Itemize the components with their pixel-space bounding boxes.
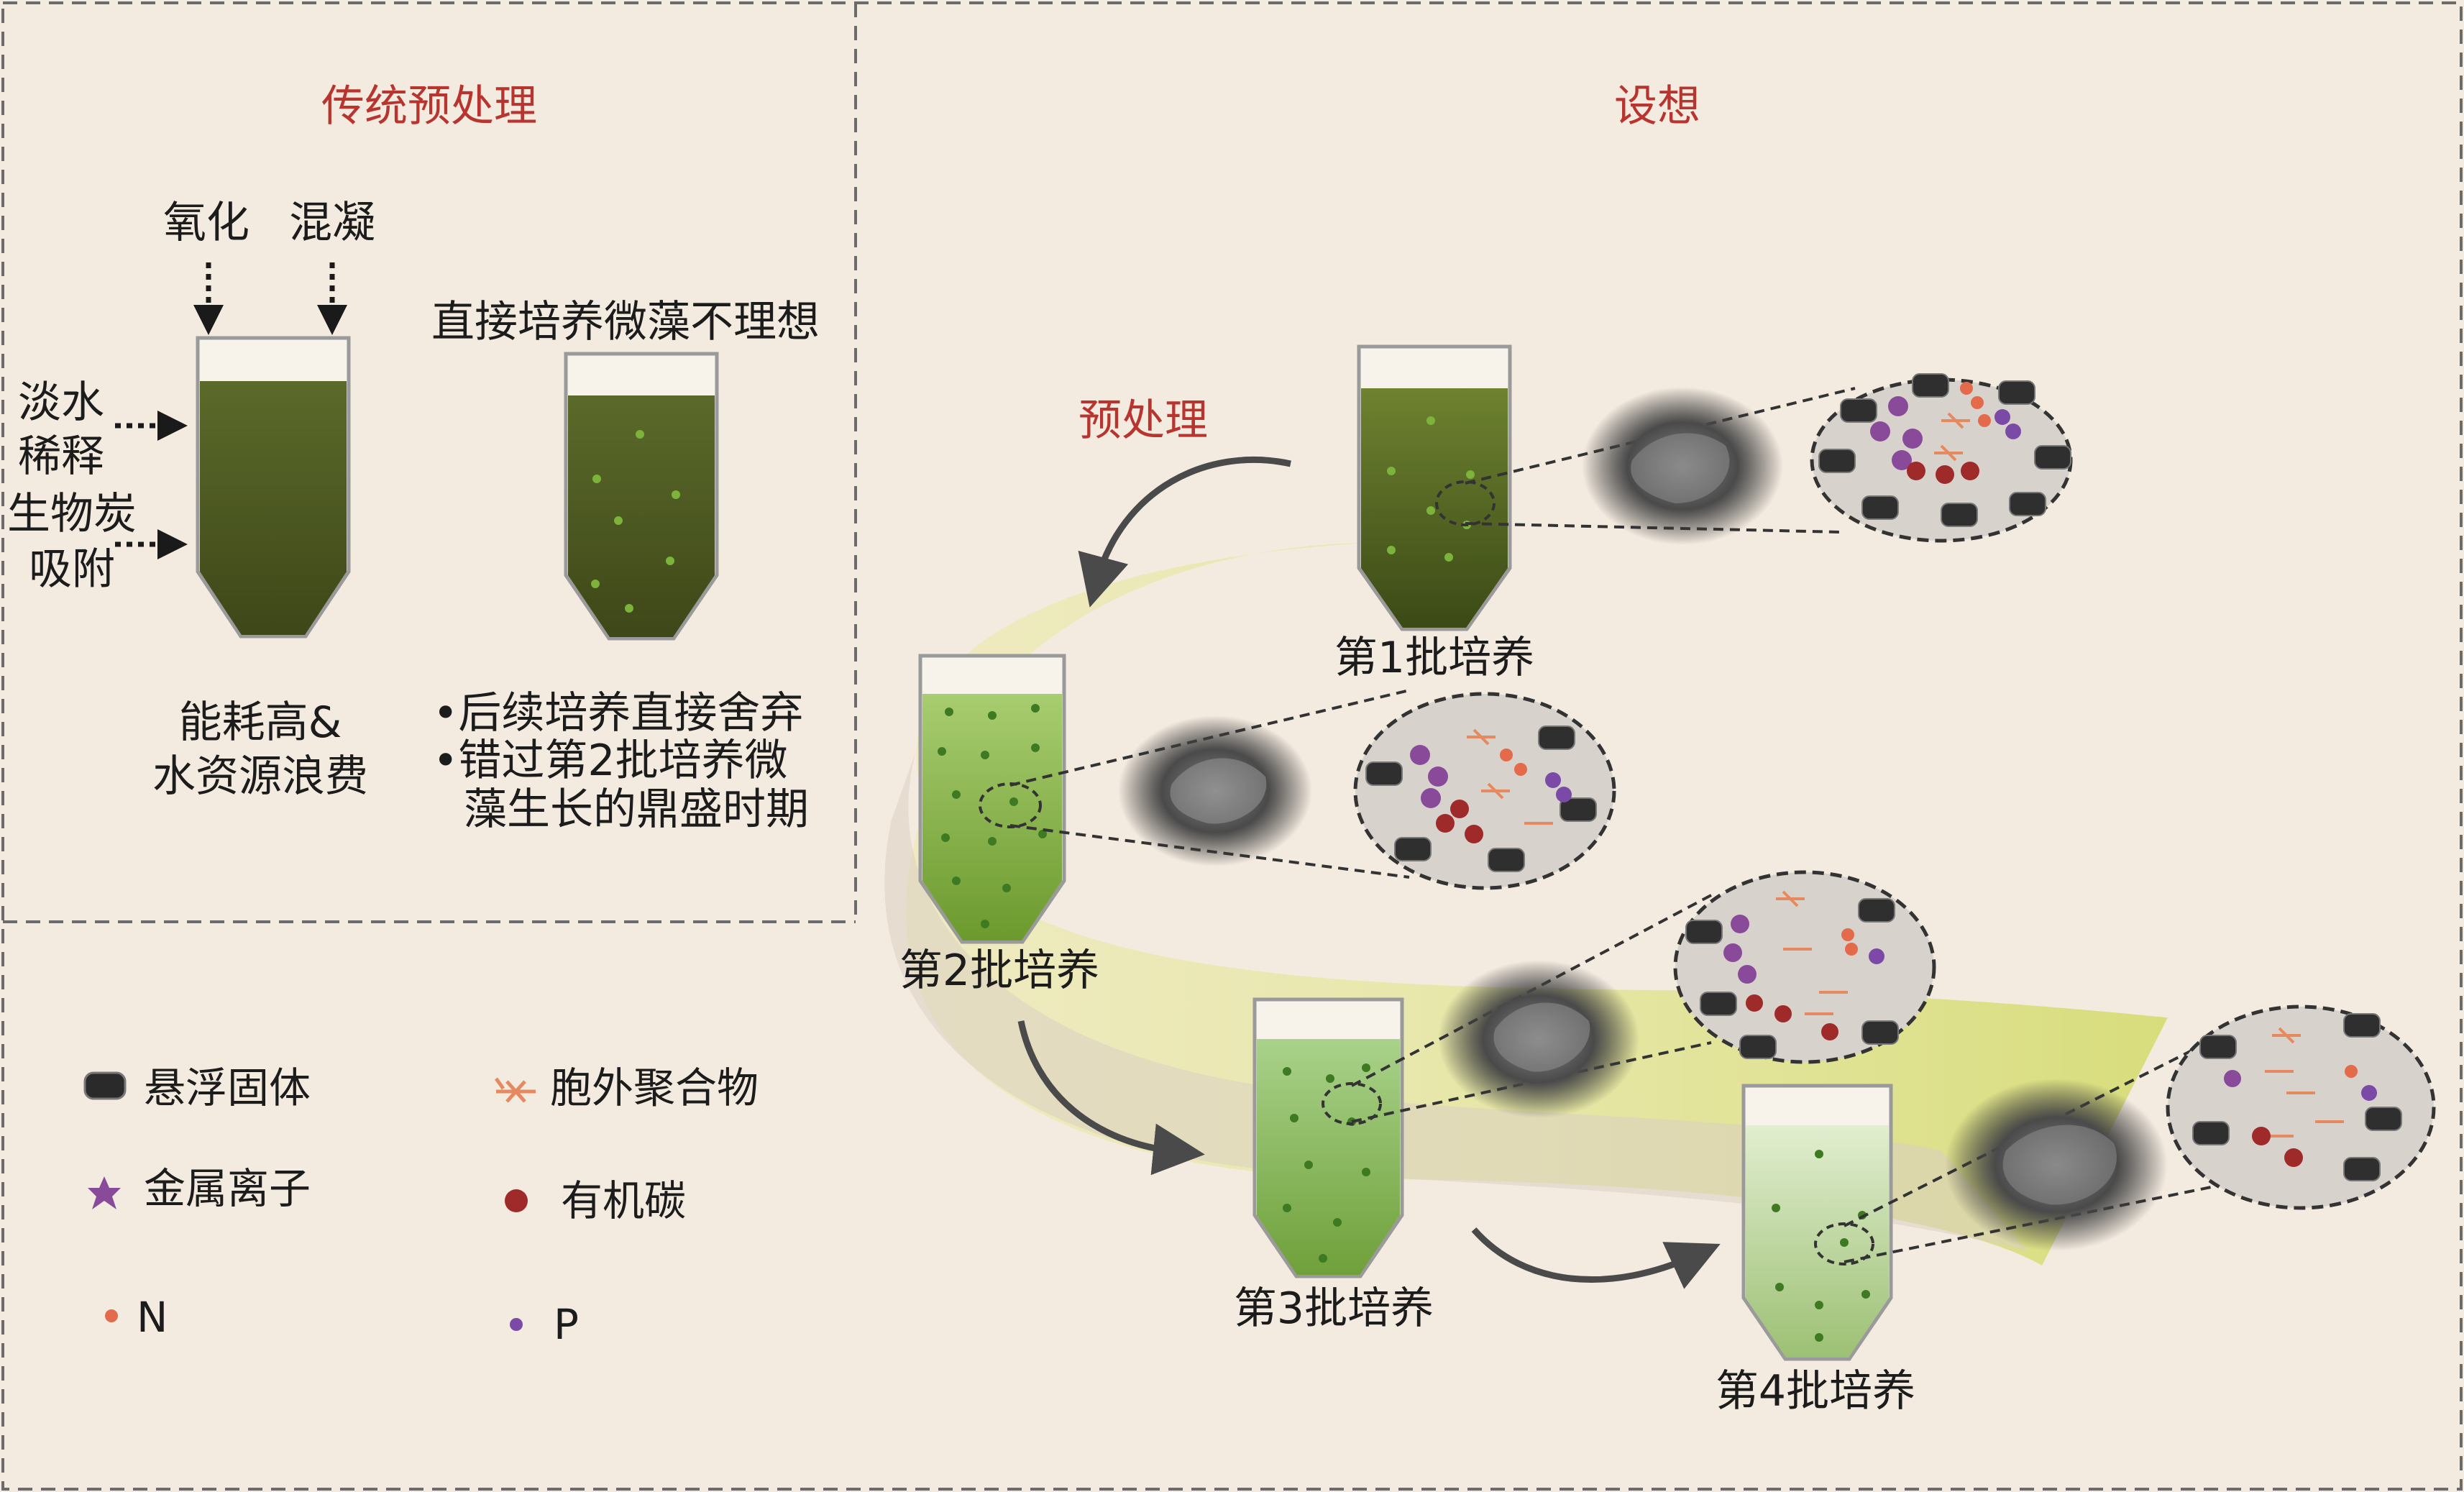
zoom-circle-3 (1673, 870, 1936, 1064)
proposal-title: 设想 (1614, 81, 1700, 132)
batch-2-tube (918, 654, 1066, 944)
suspended-solids-icon (83, 1071, 127, 1100)
proposal-panel: 设想 预处理 第1批培养 (884, 81, 2436, 1417)
batch-2-label: 第2批培养 (899, 946, 1099, 996)
pretreatment-label: 预处理 (1078, 395, 1208, 446)
zoom-circle-4 (2166, 1004, 2436, 1210)
sem-image-4 (1945, 1079, 2168, 1251)
nitrogen-icon (105, 1309, 118, 1322)
biochar-label-2: 吸附 (29, 544, 115, 595)
sem-image-3 (1438, 960, 1639, 1118)
down-arrows (193, 262, 347, 335)
oxidation-label: 氧化 (163, 198, 249, 248)
direct-culture-label: 直接培养微藻不理想 (431, 297, 820, 347)
legend-n: N (137, 1293, 168, 1342)
eps-icon (494, 1077, 536, 1103)
batch-4-tube (1741, 1084, 1893, 1361)
batch-3-tube (1252, 997, 1404, 1278)
cost-label-2: 水资源浪费 (152, 751, 368, 802)
batch-4-label: 第4批培养 (1716, 1366, 1915, 1417)
legend-suspended-solids: 悬浮固体 (144, 1063, 311, 1112)
pretreatment-arrow (1078, 456, 1291, 608)
freshwater-label-1: 淡水 (18, 377, 104, 428)
legend-metal-ions: 金属离子 (144, 1164, 311, 1213)
arrow-batch2-to-3 (1017, 1020, 1205, 1176)
phosphorus-icon (510, 1318, 523, 1331)
zoom-circle-1 (1810, 373, 2073, 543)
batch-1-tube (1357, 344, 1512, 631)
sem-image-2 (1118, 715, 1312, 866)
batch-1-label: 第1批培养 (1334, 633, 1534, 683)
bullet-1: •后续培养直接舍弃 (433, 688, 803, 738)
batch-3-label: 第3批培养 (1234, 1283, 1434, 1334)
dark-culture-tube (196, 336, 351, 639)
cost-label-1: 能耗高& (179, 697, 342, 748)
bullet-2: •错过第2批培养微 (433, 736, 788, 786)
biochar-label-1: 生物炭 (7, 489, 137, 539)
metal-ion-icon (88, 1176, 121, 1209)
traditional-title: 传统预处理 (321, 81, 537, 132)
band-shadow (884, 719, 2028, 1251)
organic-carbon-icon (505, 1189, 528, 1212)
sem-image-1 (1582, 387, 1783, 545)
algae-culture-tube (564, 352, 719, 641)
zoom-circle-2 (1353, 692, 1616, 890)
legend-eps: 胞外聚合物 (550, 1063, 759, 1112)
legend-p: P (554, 1300, 579, 1349)
bullet-3: 藻生长的鼎盛时期 (464, 784, 809, 835)
traditional-panel: 传统预处理 氧化 混凝 淡水 稀释 生物炭 吸附 (7, 81, 820, 835)
legend: 悬浮固体 胞外聚合物 金属离子 有机碳 N P (83, 1063, 759, 1349)
side-arrows (115, 411, 188, 559)
arrow-batch3-to-4 (1471, 1227, 1721, 1289)
coagulation-label: 混凝 (289, 198, 375, 248)
legend-organic-carbon: 有机碳 (561, 1176, 686, 1225)
freshwater-label-2: 稀释 (18, 431, 104, 482)
